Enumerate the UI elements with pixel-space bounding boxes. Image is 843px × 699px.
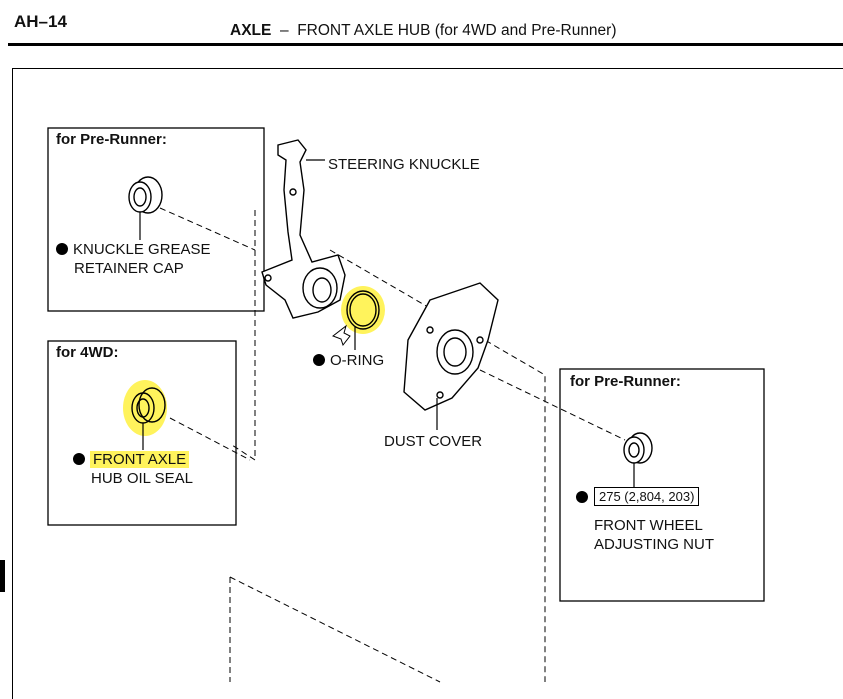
box-pre-runner-right bbox=[559, 368, 765, 602]
bullet-icon bbox=[56, 243, 68, 255]
section-name: AXLE bbox=[230, 22, 272, 39]
label-oil-seal-line2: HUB OIL SEAL bbox=[91, 470, 193, 487]
label-o-ring-text: O-RING bbox=[330, 352, 385, 369]
box-title-4wd: for 4WD: bbox=[56, 344, 119, 361]
box-pre-runner-top bbox=[47, 127, 265, 312]
box-title-pre-runner-top: for Pre-Runner: bbox=[56, 131, 167, 148]
torque-spec-box: 275 (2,804, 203) bbox=[594, 487, 700, 506]
box-4wd bbox=[47, 340, 237, 526]
oil-seal-highlight bbox=[123, 380, 167, 436]
steering-knuckle-part bbox=[261, 139, 346, 319]
grease-retainer-cap-part bbox=[128, 176, 163, 214]
label-dust-cover: DUST COVER bbox=[384, 433, 483, 450]
label-adjusting-nut-line2: ADJUSTING NUT bbox=[594, 536, 714, 553]
page-id: AH–14 bbox=[14, 12, 67, 31]
title-text: FRONT AXLE HUB (for 4WD and Pre-Runner) bbox=[297, 22, 617, 39]
title-separator: – bbox=[279, 22, 289, 39]
dust-cover-part bbox=[403, 282, 499, 411]
diagram-frame bbox=[12, 68, 843, 699]
bullet-icon bbox=[73, 453, 85, 465]
box-title-pre-runner-right: for Pre-Runner: bbox=[570, 373, 681, 390]
label-grease-cap-line2: RETAINER CAP bbox=[74, 260, 184, 277]
label-adjusting-nut-line1: FRONT WHEEL bbox=[594, 517, 703, 534]
side-tab-marker bbox=[0, 560, 5, 592]
bullet-icon bbox=[313, 354, 325, 366]
bullet-icon bbox=[576, 491, 588, 503]
label-steering-knuckle: STEERING KNUCKLE bbox=[328, 156, 480, 173]
o-ring-part bbox=[346, 290, 380, 330]
label-adjusting-nut: FRONT WHEEL ADJUSTING NUT bbox=[594, 516, 714, 554]
label-grease-cap: KNUCKLE GREASE RETAINER CAP bbox=[56, 240, 211, 278]
label-oil-seal-line1: FRONT AXLE bbox=[90, 451, 190, 468]
label-o-ring: O-RING bbox=[313, 351, 384, 370]
page-title: AXLE – FRONT AXLE HUB (for 4WD and Pre-R… bbox=[230, 22, 617, 40]
exploded-diagram bbox=[47, 127, 765, 683]
header-rule bbox=[8, 43, 843, 46]
o-ring-highlight bbox=[341, 286, 385, 334]
install-direction-arrow-icon bbox=[331, 324, 351, 347]
label-oil-seal: FRONT AXLE HUB OIL SEAL bbox=[73, 450, 193, 488]
label-grease-cap-line1: KNUCKLE GREASE bbox=[73, 241, 211, 258]
oil-seal-part bbox=[131, 387, 166, 424]
adjusting-nut-part bbox=[623, 432, 653, 464]
